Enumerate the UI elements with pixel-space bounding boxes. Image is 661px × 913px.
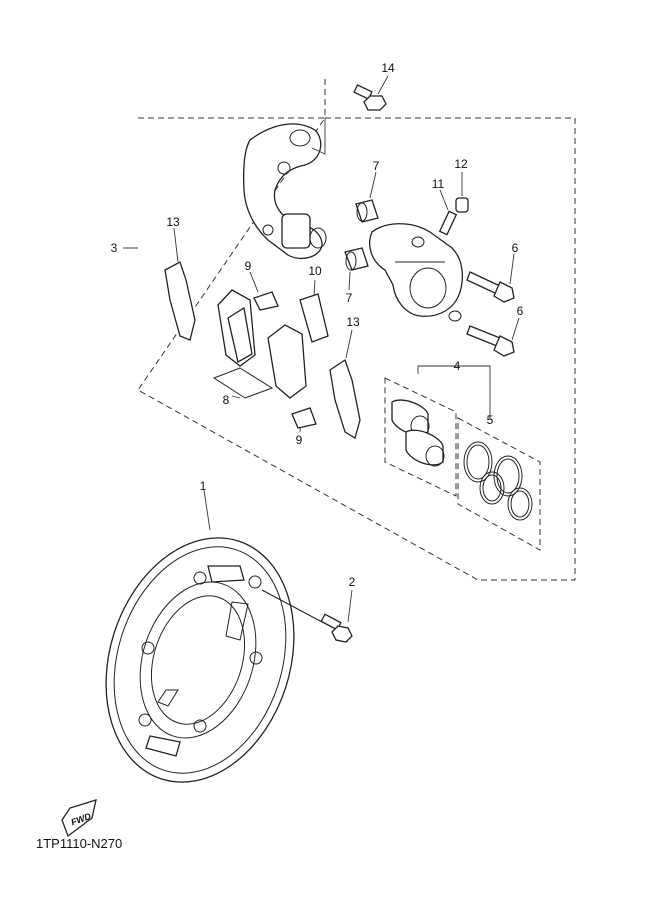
callout-13-left: 13 <box>166 215 180 229</box>
callout-13-right: 13 <box>346 315 360 329</box>
part-13-shim-right <box>329 329 361 439</box>
callout-8: 8 <box>223 393 230 407</box>
part-4-pistons <box>384 365 491 497</box>
callout-2: 2 <box>349 575 356 589</box>
callout-9-upper: 9 <box>245 259 252 273</box>
callout-12: 12 <box>454 157 468 171</box>
callout-7-lower: 7 <box>346 291 353 305</box>
fwd-arrow-icon: FWD <box>61 799 97 838</box>
part-11-bleed-screw <box>438 189 458 236</box>
part-1-brake-disc <box>105 489 295 783</box>
caliper-bracket <box>243 118 327 259</box>
part-14-bolt <box>353 75 389 111</box>
callout-7-upper: 7 <box>373 159 380 173</box>
assembly-boundary <box>137 78 576 581</box>
callout-6-upper: 6 <box>512 241 519 255</box>
part-2-disc-bolt <box>261 589 353 643</box>
part-7-boot-upper <box>355 171 379 223</box>
part-6-pin-upper <box>466 253 515 303</box>
callout-1: 1 <box>200 479 207 493</box>
callout-14: 14 <box>381 61 395 75</box>
callout-9-lower: 9 <box>296 433 303 447</box>
part-5-seal-kit <box>457 390 541 551</box>
callout-6-lower: 6 <box>517 304 524 318</box>
part-7-boot-lower <box>344 247 369 291</box>
callout-4: 4 <box>454 359 461 373</box>
diagram-code: 1TP1110-N270 <box>36 836 123 851</box>
callout-10: 10 <box>308 264 322 278</box>
part-9-clip-lower <box>291 407 317 433</box>
part-6-pin-lower <box>466 317 520 357</box>
callout-11: 11 <box>432 177 445 191</box>
callout-5: 5 <box>487 413 494 427</box>
part-9-clip-upper <box>249 271 279 311</box>
part-12-bleed-cap <box>455 172 469 213</box>
caliper-body <box>369 223 463 322</box>
part-13-shim-left <box>164 227 196 341</box>
part-8-brake-pads <box>212 289 307 399</box>
callout-3: 3 <box>111 241 118 255</box>
part-10-pad-spring <box>299 279 329 343</box>
